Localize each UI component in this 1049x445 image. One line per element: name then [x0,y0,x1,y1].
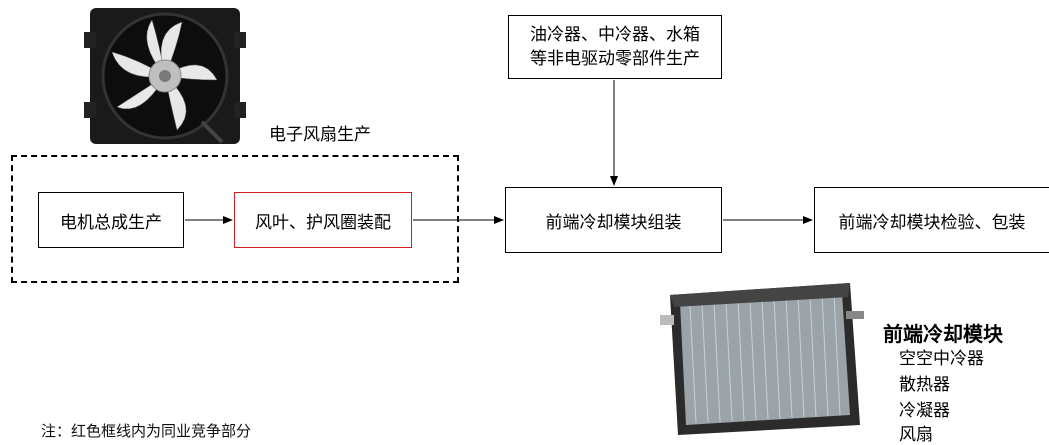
radiator-module-image [660,283,864,435]
module-assembly-box: 前端冷却模块组装 [505,187,722,253]
fan-production-group [11,155,459,283]
module-item-intercooler: 空空中冷器 [899,349,984,369]
competition-note: 注：红色框线内为同业竞争部分 [41,422,252,440]
fan-production-label: 电子风扇生产 [269,125,371,145]
non-electric-parts-line2: 等非电驱动零部件生产 [530,49,700,69]
motor-assembly-box: 电机总成生产 [38,192,184,248]
non-electric-parts-line1: 油冷器、中冷器、水箱 [530,25,700,45]
module-inspection-box: 前端冷却模块检验、包装 [814,187,1049,253]
module-item-fan: 风扇 [899,425,933,445]
blade-shroud-assembly-box: 风叶、护风圈装配 [234,192,412,248]
module-item-radiator: 散热器 [899,375,950,395]
module-title: 前端冷却模块 [883,322,1003,346]
non-electric-parts-box: 油冷器、中冷器、水箱 等非电驱动零部件生产 [508,15,722,79]
module-item-condenser: 冷凝器 [899,401,950,421]
electric-fan-image [84,8,246,144]
